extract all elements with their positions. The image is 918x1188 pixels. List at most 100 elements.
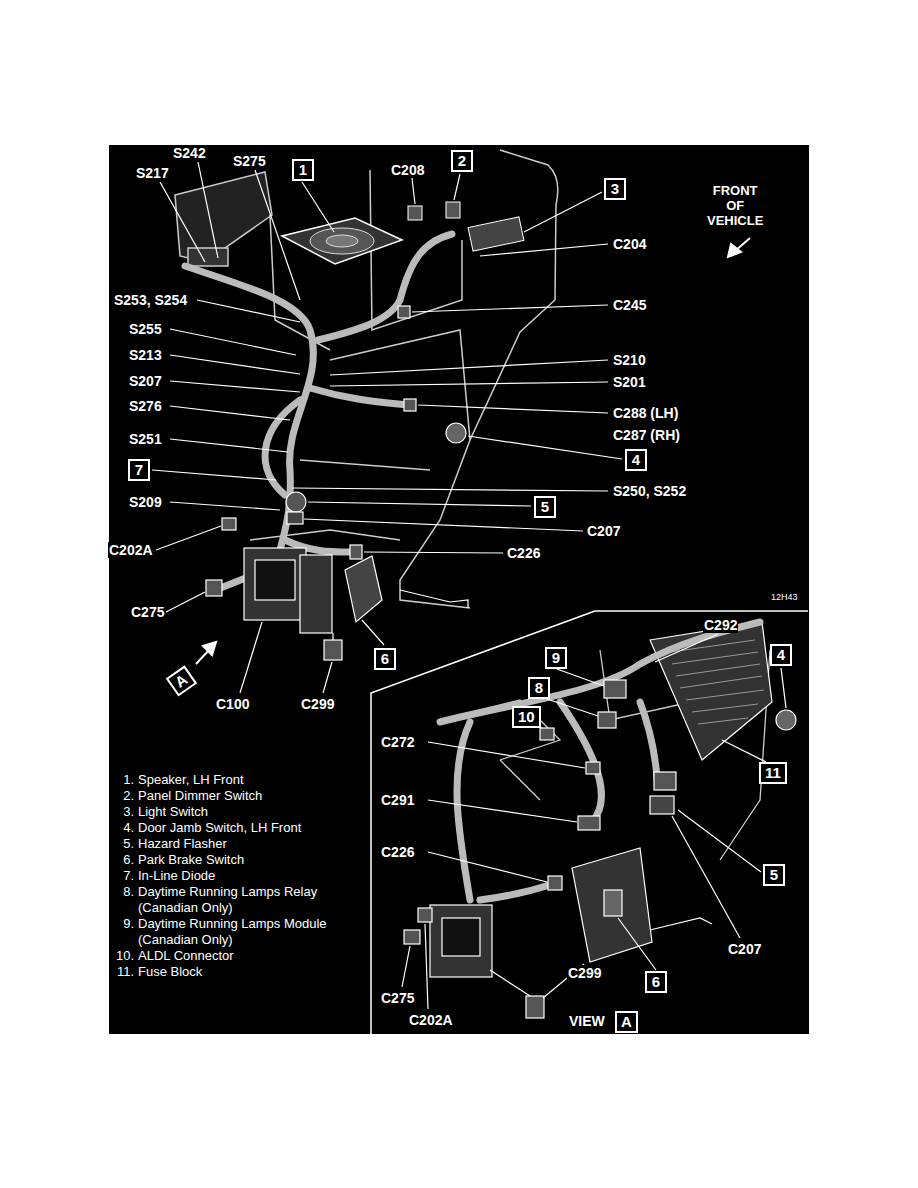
- callout-number: 8: [535, 679, 543, 696]
- part-label: C202A: [408, 1012, 454, 1028]
- legend-number: 6.: [112, 852, 134, 868]
- callout-box: 5: [534, 496, 556, 518]
- callout-box: 1: [292, 159, 314, 181]
- part-label: C208: [390, 162, 425, 178]
- part-label: C275: [130, 604, 165, 620]
- callout-box: 3: [604, 178, 626, 200]
- callout-box: 5: [763, 864, 785, 886]
- part-label: S242: [172, 145, 207, 161]
- part-label: C245: [612, 297, 647, 313]
- part-label: C226: [506, 545, 541, 561]
- legend-text: Door Jamb Switch, LH Front: [138, 820, 353, 836]
- callout-number: 4: [632, 451, 640, 468]
- callout-number: 2: [458, 152, 466, 169]
- callout-box: 6: [374, 648, 396, 670]
- callout-number: A: [172, 671, 191, 691]
- connector: [408, 206, 422, 220]
- inset-leader-lines: [402, 634, 786, 1009]
- callout-box: 10: [512, 706, 541, 728]
- light-switch: [468, 217, 524, 251]
- leader-lines: [152, 162, 622, 693]
- background-panel: [109, 145, 809, 1034]
- part-label: FRONT OF VEHICLE: [706, 183, 764, 228]
- inset-fuse-block: [650, 622, 772, 760]
- part-label: C291: [380, 792, 415, 808]
- part-label: C204: [612, 236, 647, 252]
- part-label: S217: [135, 165, 170, 181]
- callout-number: 1: [299, 161, 307, 178]
- part-label: C226: [380, 844, 415, 860]
- part-label: C202A: [108, 542, 154, 558]
- legend-text: Park Brake Switch: [138, 852, 353, 868]
- vehicle-structure: [175, 150, 558, 608]
- legend-number: 9.: [112, 916, 134, 932]
- legend-text: Hazard Flasher: [138, 836, 353, 852]
- part-label: C207: [727, 941, 762, 957]
- callout-number: 11: [765, 764, 781, 781]
- legend-text: Fuse Block: [138, 964, 353, 980]
- part-label: S213: [128, 347, 163, 363]
- legend-text: Daytime Running Lamps Module (Canadian O…: [138, 916, 353, 948]
- legend-text: Daytime Running Lamps Relay (Canadian On…: [138, 884, 353, 916]
- part-label: C207: [586, 523, 621, 539]
- legend-number: 10.: [112, 948, 134, 964]
- part-label: S276: [128, 398, 163, 414]
- callout-box: 11: [759, 762, 787, 784]
- part-label: C292: [703, 617, 738, 633]
- part-label: C299: [567, 965, 602, 981]
- legend-number: 1.: [112, 772, 134, 788]
- callout-box: 9: [545, 647, 567, 669]
- part-label: 12H43: [770, 592, 799, 603]
- callout-box: A: [615, 1011, 638, 1033]
- callout-box: 7: [128, 459, 150, 481]
- part-label: S250, S252: [612, 483, 687, 499]
- callout-number: A: [621, 1013, 632, 1030]
- part-label: C272: [380, 734, 415, 750]
- part-label: S210: [612, 352, 647, 368]
- legend-number: 2.: [112, 788, 134, 804]
- inset-components: [404, 680, 796, 1018]
- legend-text: Light Switch: [138, 804, 353, 820]
- callout-box: 4: [770, 644, 792, 666]
- part-label: C288 (LH): [612, 405, 679, 421]
- components: [206, 306, 468, 660]
- legend-text: In-Line Diode: [138, 868, 353, 884]
- legend-text: ALDL Connector: [138, 948, 353, 964]
- legend-number: 5.: [112, 836, 134, 852]
- callout-box: 4: [625, 449, 647, 471]
- part-label: VIEW: [568, 1013, 606, 1029]
- callout-number: 10: [518, 708, 535, 725]
- callout-box: A: [166, 665, 197, 696]
- callout-number: 9: [552, 649, 560, 666]
- part-label: S209: [128, 494, 163, 510]
- callout-number: 4: [777, 646, 785, 663]
- inset-border: [371, 611, 808, 1034]
- callout-box: 6: [645, 971, 667, 993]
- legend-number: 8.: [112, 884, 134, 900]
- legend-number: 11.: [112, 964, 134, 980]
- callout-number: 5: [541, 498, 549, 515]
- legend-number: 4.: [112, 820, 134, 836]
- inset-harness: [440, 622, 760, 900]
- wiring-harness: [185, 234, 452, 588]
- callout-box: 2: [451, 150, 473, 172]
- callout-number: 3: [611, 180, 619, 197]
- part-label: S255: [128, 321, 163, 337]
- part-label: C100: [215, 696, 250, 712]
- part-label: S201: [612, 374, 647, 390]
- part-label: C275: [380, 990, 415, 1006]
- direction-arrow: [196, 238, 750, 664]
- callout-number: 6: [652, 973, 660, 990]
- legend-number: 3.: [112, 804, 134, 820]
- legend-text: Speaker, LH Front: [138, 772, 353, 788]
- part-label: S253, S254: [113, 292, 188, 308]
- callout-number: 5: [770, 866, 778, 883]
- callout-number: 6: [381, 650, 389, 667]
- callout-number: 7: [135, 461, 143, 478]
- speaker: [282, 218, 402, 264]
- part-label: C287 (RH): [612, 427, 681, 443]
- part-label: S275: [232, 153, 267, 169]
- callout-box: 8: [528, 677, 550, 699]
- legend-text: Panel Dimmer Switch: [138, 788, 353, 804]
